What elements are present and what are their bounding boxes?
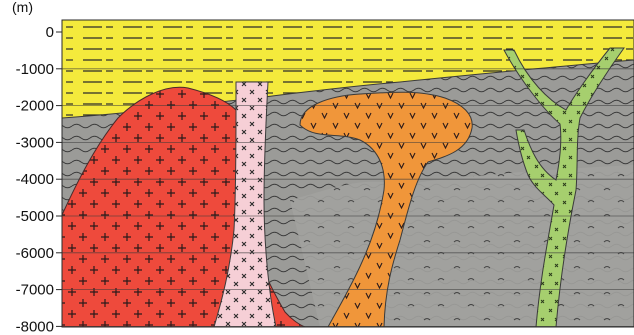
depth-tick-label: -7000	[16, 282, 54, 299]
depth-tick-label: -2000	[16, 98, 54, 115]
depth-tick-label: -3000	[16, 134, 54, 151]
depth-tick-label: -6000	[16, 245, 54, 262]
depth-tick-label: -4000	[16, 171, 54, 188]
depth-tick-label: -5000	[16, 208, 54, 225]
depth-tick-label: -8000	[16, 318, 54, 335]
depth-tick-label: 0	[46, 24, 54, 41]
depth-axis: 0 -1000 -2000 -3000 -4000 -5000 -6000 -7000 -800…	[16, 24, 62, 335]
depth-tick-label: -1000	[16, 61, 54, 78]
depth-unit-label: (m)	[12, 0, 33, 15]
